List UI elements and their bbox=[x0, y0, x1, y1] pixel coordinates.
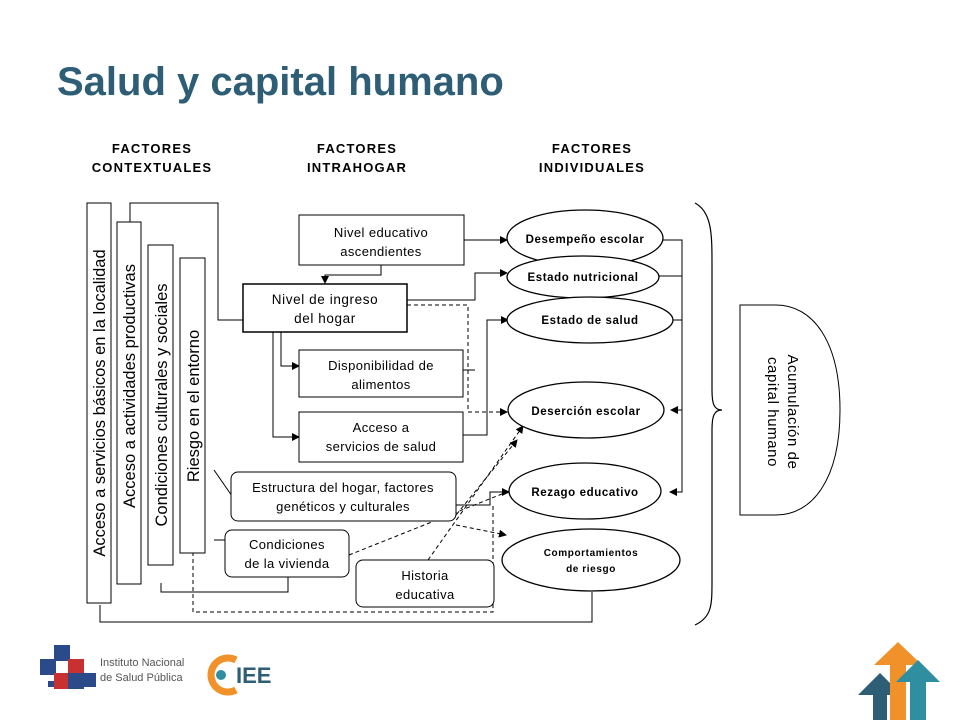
ciee-logo: IEE bbox=[207, 654, 271, 696]
svg-text:FACTORES: FACTORES bbox=[112, 141, 192, 156]
outcomes-bracket bbox=[694, 202, 723, 626]
outcome-rezago-educativo: Rezago educativo bbox=[508, 462, 662, 520]
svg-text:Deserción escolar: Deserción escolar bbox=[531, 406, 640, 418]
outcome-desercion-escolar: Deserción escolar bbox=[507, 381, 665, 439]
box-estructura-hogar: Estructura del hogar, factores genéticos… bbox=[230, 471, 457, 522]
svg-text:de la vivienda: de la vivienda bbox=[244, 556, 329, 571]
header-contextuales: FACTORES CONTEXTUALES bbox=[92, 141, 213, 175]
svg-text:Rezago educativo: Rezago educativo bbox=[531, 487, 638, 499]
svg-text:FACTORES: FACTORES bbox=[552, 141, 632, 156]
svg-text:FACTORES: FACTORES bbox=[317, 141, 397, 156]
svg-text:ascendientes: ascendientes bbox=[340, 244, 422, 259]
insp-name-line2: de Salud Pública bbox=[100, 672, 183, 684]
decorative-arrows-icon bbox=[858, 642, 940, 720]
header-individuales: FACTORES INDIVIDUALES bbox=[539, 141, 645, 175]
svg-text:Disponibilidad de: Disponibilidad de bbox=[328, 358, 434, 373]
svg-text:Riesgo en el entorno: Riesgo en el entorno bbox=[185, 330, 203, 482]
insp-emblem bbox=[40, 645, 96, 689]
svg-text:Acceso a servicios básicos en: Acceso a servicios básicos en la localid… bbox=[91, 249, 109, 556]
svg-text:Desempeño escolar: Desempeño escolar bbox=[526, 234, 645, 246]
contextual-bar-riesgo: Riesgo en el entorno bbox=[179, 257, 206, 554]
svg-text:Condiciones culturales y socia: Condiciones culturales y sociales bbox=[153, 283, 171, 526]
contextual-bar-servicios: Acceso a servicios básicos en la localid… bbox=[86, 202, 112, 604]
box-acceso-salud: Acceso a servicios de salud bbox=[298, 411, 464, 463]
ciee-c-mark bbox=[207, 654, 238, 696]
insp-name-line1: Instituto Nacional bbox=[100, 657, 184, 669]
svg-text:servicios de salud: servicios de salud bbox=[326, 439, 437, 454]
box-historia-educativa: Historia educativa bbox=[355, 559, 495, 608]
dashed-lines bbox=[192, 304, 524, 613]
svg-text:Historia: Historia bbox=[401, 568, 449, 583]
svg-text:del hogar: del hogar bbox=[294, 311, 356, 326]
connector-lines bbox=[99, 202, 683, 623]
svg-text:Acceso a: Acceso a bbox=[353, 420, 410, 435]
slide-title: Salud y capital humano bbox=[57, 60, 504, 104]
box-nivel-educativo: Nivel educativo ascendientes bbox=[298, 214, 465, 266]
outcome-comportamientos-riesgo: Comportamientos de riesgo bbox=[501, 528, 681, 592]
svg-text:capital humano: capital humano bbox=[764, 357, 781, 467]
svg-text:INDIVIDUALES: INDIVIDUALES bbox=[539, 160, 645, 175]
svg-text:Condiciones: Condiciones bbox=[249, 537, 325, 552]
svg-text:educativa: educativa bbox=[395, 587, 455, 602]
insp-logo: Instituto Nacional de Salud Pública bbox=[40, 645, 184, 689]
svg-text:CONTEXTUALES: CONTEXTUALES bbox=[92, 160, 213, 175]
box-disponibilidad-alimentos: Disponibilidad de alimentos bbox=[298, 349, 464, 398]
header-intrahogar: FACTORES INTRAHOGAR bbox=[307, 141, 407, 175]
ciee-name: IEE bbox=[236, 663, 271, 688]
contextual-bar-culturales: Condiciones culturales y sociales bbox=[147, 244, 174, 566]
svg-text:Nivel educativo: Nivel educativo bbox=[334, 225, 428, 240]
svg-text:Estructura del hogar, factores: Estructura del hogar, factores bbox=[252, 480, 434, 495]
outcome-desempeno-escolar: Desempeño escolar bbox=[506, 209, 664, 267]
svg-text:genéticos y culturales: genéticos y culturales bbox=[276, 499, 410, 514]
svg-text:de riesgo: de riesgo bbox=[566, 564, 616, 575]
box-nivel-ingreso: Nivel de ingreso del hogar bbox=[242, 283, 408, 333]
outcome-estado-salud: Estado de salud bbox=[506, 296, 674, 344]
svg-text:INTRAHOGAR: INTRAHOGAR bbox=[307, 160, 407, 175]
svg-text:Estado de salud: Estado de salud bbox=[541, 315, 638, 327]
box-condiciones-vivienda: Condiciones de la vivienda bbox=[224, 529, 350, 578]
contextual-bar-actividades: Acceso a actividades productivas bbox=[116, 221, 142, 585]
outcome-estado-nutricional: Estado nutricional bbox=[506, 255, 660, 299]
svg-text:Comportamientos: Comportamientos bbox=[544, 548, 639, 559]
result-capital-humano: Acumulación de capital humano bbox=[739, 304, 841, 516]
svg-text:Acceso a actividades productiv: Acceso a actividades productivas bbox=[121, 264, 139, 508]
svg-text:Nivel de ingreso: Nivel de ingreso bbox=[272, 292, 378, 307]
svg-text:Acumulación de: Acumulación de bbox=[784, 354, 801, 469]
svg-text:alimentos: alimentos bbox=[351, 377, 410, 392]
svg-text:Estado nutricional: Estado nutricional bbox=[527, 272, 638, 284]
